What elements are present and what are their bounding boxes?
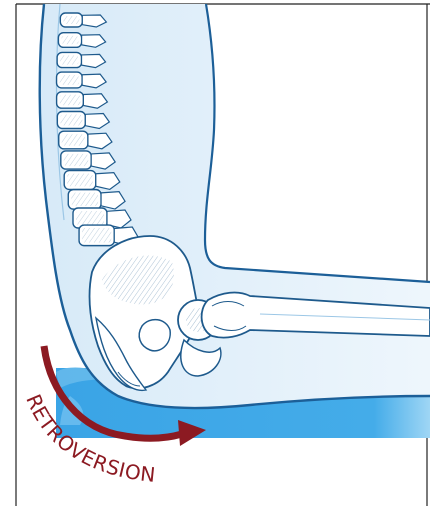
vertebra-shading	[60, 75, 80, 85]
vertebra-shading	[82, 228, 111, 243]
vertebra-shading	[76, 211, 104, 225]
vertebra-shading	[67, 174, 93, 187]
vertebra-shading	[60, 55, 78, 64]
vertebra-shading	[61, 36, 78, 45]
vertebra-shading	[64, 154, 88, 166]
vertebra-shading	[63, 16, 79, 24]
vertebra-shading	[62, 134, 85, 146]
vertebra-shading	[60, 95, 81, 105]
vertebra-shading	[60, 115, 82, 126]
vertebra-shading	[71, 193, 98, 206]
